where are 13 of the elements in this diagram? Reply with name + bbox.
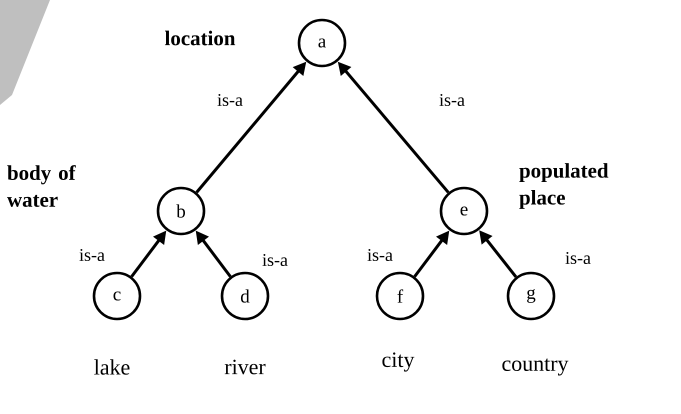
node-label: country (502, 358, 568, 376)
edge-label: is-a (439, 94, 465, 106)
node-label: location (164, 30, 236, 46)
edge-label: is-a (367, 248, 393, 262)
edge-label: is-a (565, 252, 591, 264)
node-label: lake (94, 359, 130, 375)
node-label: river (224, 360, 266, 374)
edge-label: is-a (262, 254, 288, 266)
edge-label: is-a (79, 248, 105, 262)
edge-label: is-a (217, 94, 243, 106)
node-label: city (382, 352, 414, 372)
node-label: body of water (7, 165, 76, 207)
node-label: populated place (519, 163, 608, 209)
